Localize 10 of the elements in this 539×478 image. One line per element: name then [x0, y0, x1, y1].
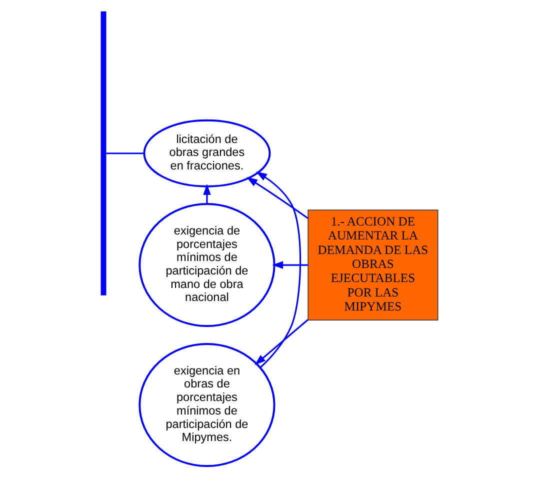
node-circle: exigencia en obras de porcentajes mínimos de participación de Mipymes. [138, 343, 276, 468]
connector [106, 152, 144, 154]
node-bar [100, 11, 106, 296]
arrow [256, 171, 302, 368]
node-box: 1.- ACCION DE AUMENTAR LA DEMANDA DE LAS OBRAS EJECUTABLES POR LAS MIPYMES [308, 210, 438, 320]
arrow [203, 184, 211, 204]
arrow [254, 319, 308, 366]
arrow [246, 177, 308, 219]
arrow [272, 261, 308, 269]
node-circle: exigencia de porcentajes mínimos de participación de mano de obra nacional [138, 203, 276, 328]
